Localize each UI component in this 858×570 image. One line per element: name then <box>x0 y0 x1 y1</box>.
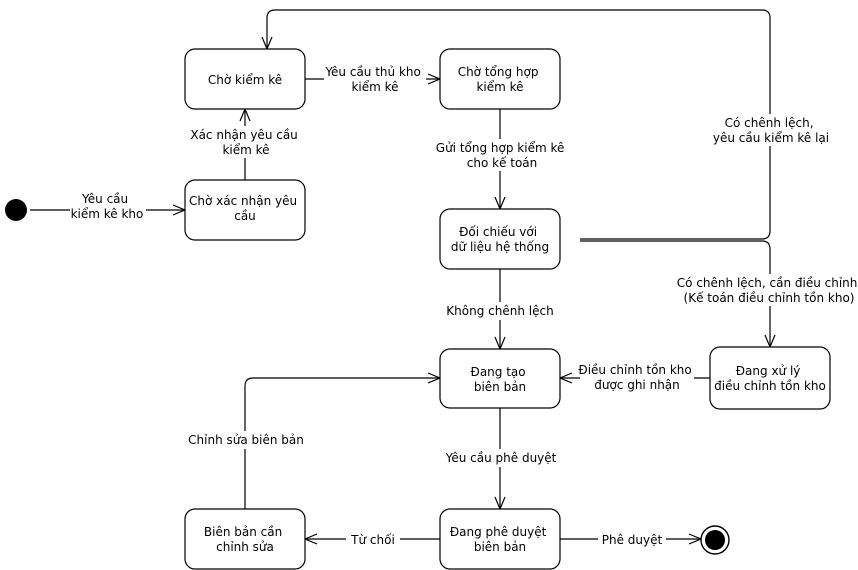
svg-text:Không chênh lệch: Không chênh lệch <box>446 304 553 318</box>
svg-text:Gửi tổng hợp kiểm kê cho: Gửi tổng hợp kiểm kê cho kế toán <box>436 141 568 170</box>
svg-text:Đang tạo biên bản: Đang tạo biên bản <box>471 365 530 394</box>
svg-text:Chờ xác nhận yêu cầu: Chờ xác nhận yêu cầu <box>189 194 301 223</box>
svg-text:Có chênh lệch, yêu cầu k: Có chênh lệch, yêu cầu kiểm kê lại <box>713 116 829 145</box>
svg-text:Biên bản cần chỉnh sửa: Biên bản cần chỉnh sửa <box>204 525 286 554</box>
state-label: cầu <box>234 209 256 223</box>
state-label: dữ liệu hệ thống <box>451 240 549 254</box>
svg-text:Đối chiếu với dữ liệu hệ: Đối chiếu với dữ liệu hệ thống <box>451 225 549 254</box>
state-dang-phe-duyet: Đang phê duyệt biên bản <box>439 508 561 570</box>
svg-text:Phê duyệt: Phê duyệt <box>602 533 663 547</box>
svg-text:Chờ kiểm kê: Chờ kiểm kê <box>208 73 282 87</box>
state-dang-tao: Đang tạo biên bản <box>439 348 561 409</box>
label-yeu-cau-phe-duyet: Yêu cầu phê duyệt <box>444 449 558 467</box>
state-label: Đang tạo <box>471 365 526 379</box>
label-xac-nhan: Xác nhận yêu cầu kiểm kê <box>190 126 302 158</box>
label-gui-tong-hop: Gửi tổng hợp kiểm kê cho kế toán <box>435 139 569 171</box>
final-node <box>700 525 730 555</box>
state-label: điều chỉnh tồn kho <box>714 379 826 393</box>
state-label: Chờ xác nhận yêu <box>189 194 297 208</box>
label-co-chenh-lech-dieu-chinh: Có chênh lệch, cần điều chỉnh (Kế toán đ… <box>677 274 858 306</box>
label-dieu-chinh-ghi-nhan: Điều chỉnh tồn kho được ghi nhận <box>578 361 695 393</box>
state-label: biên bản <box>474 540 526 554</box>
svg-text:Từ chối: Từ chối <box>350 533 395 547</box>
transition-co-chenh-lech-lai <box>261 9 771 240</box>
state-label: Đang phê duyệt <box>450 525 547 539</box>
state-bien-ban-can-sua: Biên bản cần chỉnh sửa <box>184 508 306 570</box>
state-label: Biên bản cần <box>204 525 282 539</box>
label-phe-duyet: Phê duyệt <box>598 531 666 549</box>
state-label: Chờ tổng hợp <box>458 65 539 79</box>
svg-text:Yêu cầu kiểm kê kho: Yêu cầu kiểm kê kho <box>71 192 144 221</box>
state-cho-xac-nhan: Chờ xác nhận yêu cầu <box>184 179 306 241</box>
svg-text:Chỉnh sửa biên bản: Chỉnh sửa biên bản <box>188 433 304 447</box>
label-chinh-sua: Chỉnh sửa biên bản <box>186 431 306 449</box>
state-label: Chờ kiểm kê <box>208 73 282 87</box>
label-khong-chenh-lech: Không chênh lệch <box>445 302 555 320</box>
label-yeu-cau-thu-kho: Yêu cầu thủ kho kiểm kê <box>324 63 426 95</box>
state-label: biên bản <box>474 380 526 394</box>
label-co-chenh-lech-lai: Có chênh lệch, yêu cầu kiểm kê lại <box>708 114 834 146</box>
state-dang-xu-ly: Đang xử lý điều chỉnh tồn kho <box>709 346 831 410</box>
state-cho-tong-hop: Chờ tổng hợp kiểm kê <box>439 48 561 110</box>
state-doi-chieu: Đối chiếu với dữ liệu hệ thống <box>439 208 561 270</box>
state-label: kiểm kê <box>476 80 523 94</box>
svg-text:Yêu cầu phê duyệt: Yêu cầu phê duyệt <box>445 451 557 465</box>
state-label: Đối chiếu với <box>459 225 537 239</box>
svg-text:Có chênh lệch, cần điều chỉnh: Có chênh lệch, cần điều chỉnh (Kế toán đ… <box>677 276 858 305</box>
svg-text:Xác nhận yêu cầu kiểm kê: Xác nhận yêu cầu kiểm kê <box>190 128 301 157</box>
svg-text:Đang phê duyệt biên bản: Đang phê duyệt biên bản <box>450 525 550 554</box>
label-tu-choi: Từ chối <box>346 531 400 549</box>
svg-text:Yêu cầu thủ kho kiểm kê: Yêu cầu thủ kho kiểm kê <box>324 65 424 94</box>
svg-text:Chờ tổng hợp kiểm kê: Chờ tổng hợp kiểm kê <box>458 65 543 94</box>
svg-text:Đang xử lý điều chỉnh tồ: Đang xử lý điều chỉnh tồn kho <box>714 364 826 393</box>
label-start: Yêu cầu kiểm kê kho <box>70 190 146 222</box>
state-label: chỉnh sửa <box>216 540 274 554</box>
svg-text:Điều chỉnh tồn kho được: Điều chỉnh tồn kho được ghi nhận <box>578 363 695 392</box>
initial-node <box>5 199 27 221</box>
state-label: Đang xử lý <box>736 364 801 378</box>
state-cho-kiem-ke: Chờ kiểm kê <box>184 48 306 110</box>
